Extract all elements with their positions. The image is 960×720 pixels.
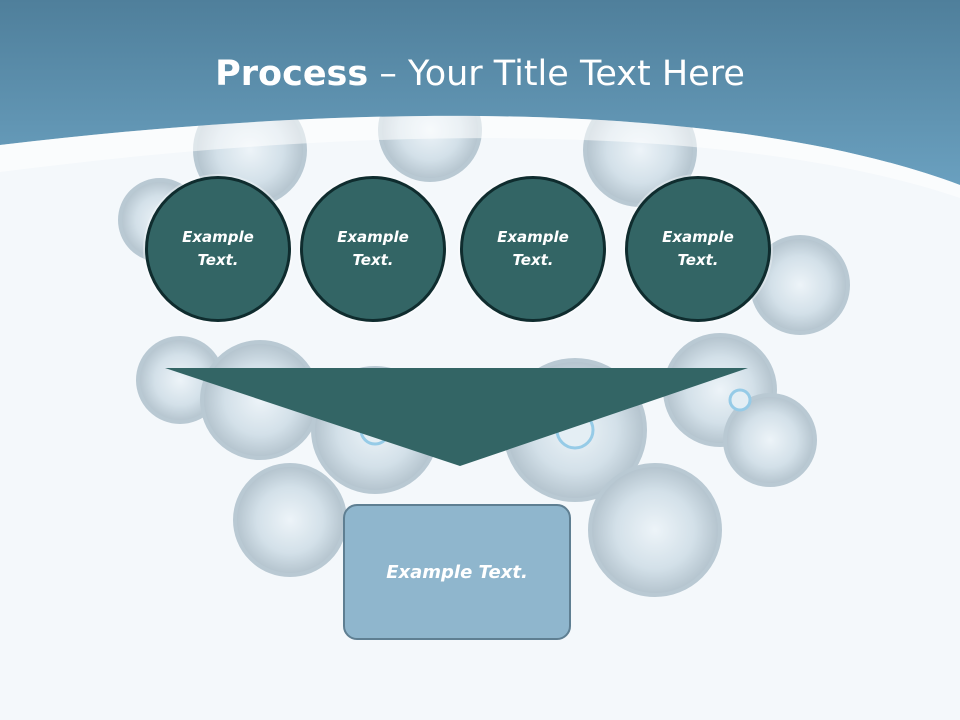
title-rest: – Your Title Text Here — [368, 54, 745, 94]
step-circle-2: Example Text. — [300, 176, 446, 322]
step-circle-4: Example Text. — [625, 176, 771, 322]
step-label-2: Example Text. — [337, 228, 409, 269]
result-box: Example Text. — [343, 504, 571, 640]
step-label-4: Example Text. — [662, 228, 734, 269]
header-swoosh — [0, 115, 960, 198]
step-circle-1: Example Text. — [145, 176, 291, 322]
result-label: Example Text. — [386, 561, 528, 583]
step-label-1: Example Text. — [182, 228, 254, 269]
page-title: Process – Your Title Text Here — [0, 52, 960, 96]
step-label-3: Example Text. — [497, 228, 569, 269]
step-circle-3: Example Text. — [460, 176, 606, 322]
header-band — [0, 0, 960, 185]
title-bold: Process — [215, 54, 369, 94]
